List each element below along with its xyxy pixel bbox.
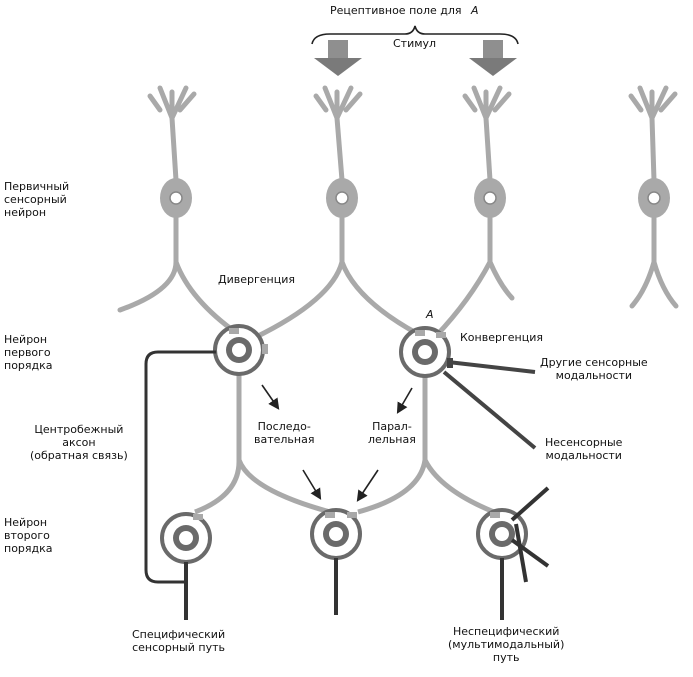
first-order-neuron-label: Нейрон первого порядка	[4, 333, 53, 372]
parallel-arrow-top	[396, 387, 413, 414]
receptive-field-title: Рецептивное поле для А	[330, 4, 479, 17]
parallel-label: Парал- лельная	[368, 420, 416, 446]
other-modalities-label: Другие сенсорные модальности	[540, 356, 648, 382]
primary-neuron-4	[628, 85, 679, 309]
centrifugal-axon	[144, 350, 216, 584]
second-order-neuron-middle	[310, 508, 362, 615]
nonsensory-input	[442, 370, 537, 450]
primary-neuron-2	[251, 85, 421, 341]
neuron-a-label: А	[426, 308, 434, 321]
serial-arrow-top	[261, 384, 280, 410]
primary-neuron-label: Первичный сенсорный нейрон	[4, 180, 70, 219]
primary-neuron-3	[433, 85, 515, 339]
specific-path-label: Специфический сенсорный путь	[132, 628, 226, 654]
second-order-neuron-right	[476, 486, 550, 620]
other-modalities-input	[447, 360, 536, 374]
divergence-label: Дивергенция	[218, 273, 295, 286]
stimulus-label: Стимул	[393, 37, 437, 50]
serial-label: Последо- вательная	[254, 420, 315, 446]
primary-neuron-1	[117, 85, 241, 337]
stimulus-arrow-left	[314, 40, 362, 76]
second-order-neuron-label: Нейрон второго порядка	[4, 516, 53, 555]
parallel-arrow-bottom	[356, 469, 379, 502]
centrifugal-axon-label: Центробежный аксон (обратная связь)	[30, 423, 128, 462]
stimulus-arrow-right	[469, 40, 517, 76]
convergence-label: Конвергенция	[460, 331, 543, 344]
first-order-neuron-left	[194, 324, 331, 515]
second-order-neuron-left	[160, 512, 212, 620]
serial-arrow-bottom	[302, 469, 322, 500]
nonspecific-path-label: Неспецифический (мультимодальный) путь	[448, 625, 565, 664]
nonsensory-label: Несенсорные модальности	[545, 436, 623, 462]
first-order-neuron-a	[357, 326, 495, 515]
receptive-field-bracket	[311, 25, 519, 45]
